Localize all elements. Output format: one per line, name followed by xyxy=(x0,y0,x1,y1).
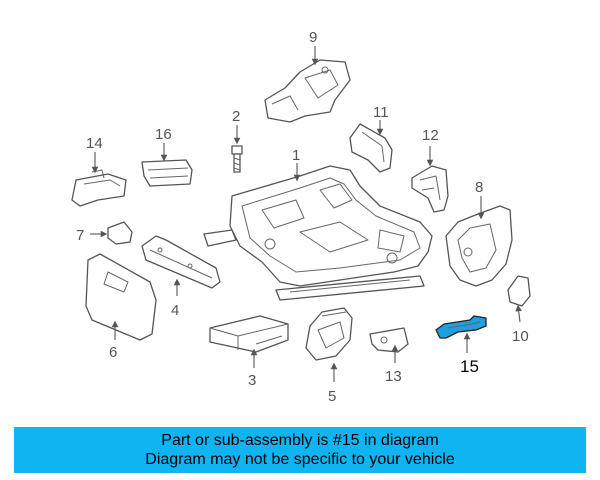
part-15-highlighted[interactable] xyxy=(435,315,487,339)
label-12: 12 xyxy=(422,127,439,144)
part-14-bracket[interactable] xyxy=(71,169,127,207)
label-16: 16 xyxy=(155,126,172,143)
label-13: 13 xyxy=(385,368,402,385)
part-7-clip[interactable] xyxy=(107,221,133,245)
label-9: 9 xyxy=(309,29,317,46)
label-15: 15 xyxy=(460,357,479,376)
leader-10 xyxy=(515,304,522,323)
label-14: 14 xyxy=(86,135,103,152)
part-4-rail-cover[interactable] xyxy=(141,235,221,289)
part-8-side-shield[interactable] xyxy=(445,205,513,287)
label-5: 5 xyxy=(328,388,336,405)
info-banner: Part or sub-assembly is #15 in diagram D… xyxy=(14,427,586,473)
part-11-cover[interactable] xyxy=(349,123,393,173)
part-16-bracket[interactable] xyxy=(141,159,193,187)
part-3-control-module[interactable] xyxy=(209,315,289,353)
label-3: 3 xyxy=(248,372,256,389)
label-2: 2 xyxy=(232,108,240,125)
label-6: 6 xyxy=(109,344,117,361)
parts-diagram: 9 2 11 12 8 10 xyxy=(71,29,531,405)
part-6-side-panel[interactable] xyxy=(85,253,157,341)
label-10: 10 xyxy=(512,328,529,345)
label-8: 8 xyxy=(475,179,483,196)
label-4: 4 xyxy=(171,302,179,319)
label-11: 11 xyxy=(373,104,389,121)
part-10-cap[interactable] xyxy=(507,275,531,307)
part-12-cover[interactable] xyxy=(411,165,449,213)
part-13-bracket[interactable] xyxy=(369,327,409,353)
banner-line-2: Diagram may not be specific to your vehi… xyxy=(145,451,455,468)
part-1-seat-frame[interactable] xyxy=(203,165,433,301)
part-5-switch-housing[interactable] xyxy=(305,307,353,361)
label-1: 1 xyxy=(292,147,300,164)
part-2-bolt[interactable] xyxy=(231,145,243,173)
label-7: 7 xyxy=(76,227,84,244)
banner-line-1: Part or sub-assembly is #15 in diagram xyxy=(161,432,439,449)
part-9-bracket[interactable] xyxy=(264,59,351,123)
